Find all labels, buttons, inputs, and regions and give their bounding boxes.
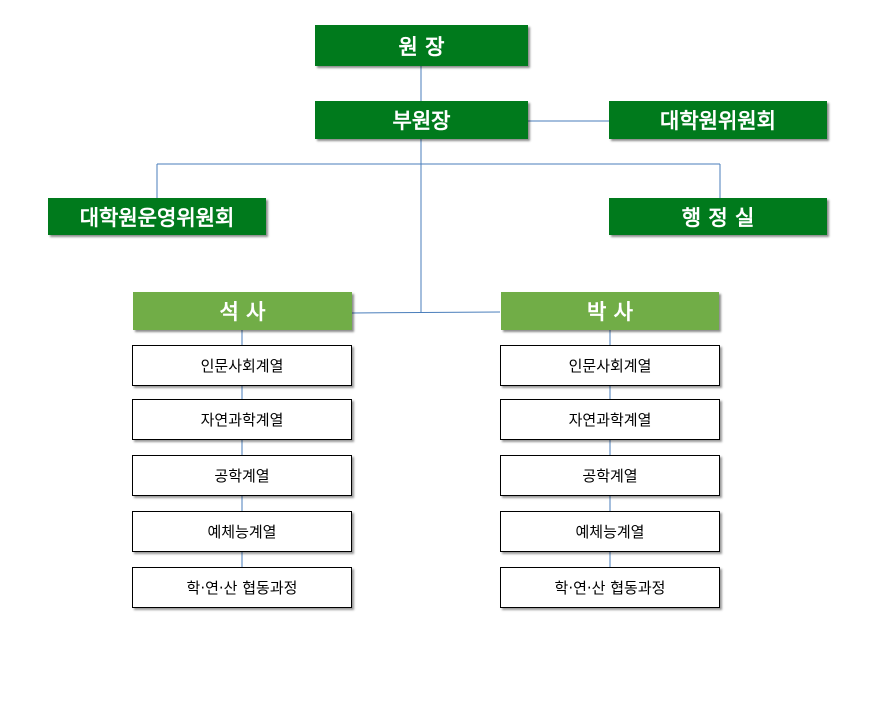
graduate-committee-box: 대학원위원회: [609, 101, 827, 139]
connector-degrees: [351, 311, 501, 314]
masters-header: 석 사: [133, 292, 352, 330]
masters-field-humanities: 인문사회계열: [132, 345, 352, 386]
masters-field-arts-sports: 예체능계열: [132, 511, 352, 552]
doctoral-field-arts-sports: 예체능계열: [500, 511, 720, 552]
masters-field-cooperative: 학·연·산 협동과정: [132, 567, 352, 608]
masters-field-natural-science: 자연과학계열: [132, 399, 352, 440]
vice-director-box: 부원장: [315, 101, 528, 139]
director-box: 원 장: [315, 25, 528, 66]
doctoral-field-cooperative: 학·연·산 협동과정: [500, 567, 720, 608]
masters-field-engineering: 공학계열: [132, 455, 352, 496]
doctoral-header: 박 사: [501, 292, 719, 330]
doctoral-field-humanities: 인문사회계열: [500, 345, 720, 386]
doctoral-field-engineering: 공학계열: [500, 455, 720, 496]
doctoral-field-natural-science: 자연과학계열: [500, 399, 720, 440]
admin-office-box: 행 정 실: [609, 198, 827, 235]
operating-committee-box: 대학원운영위원회: [48, 198, 266, 235]
